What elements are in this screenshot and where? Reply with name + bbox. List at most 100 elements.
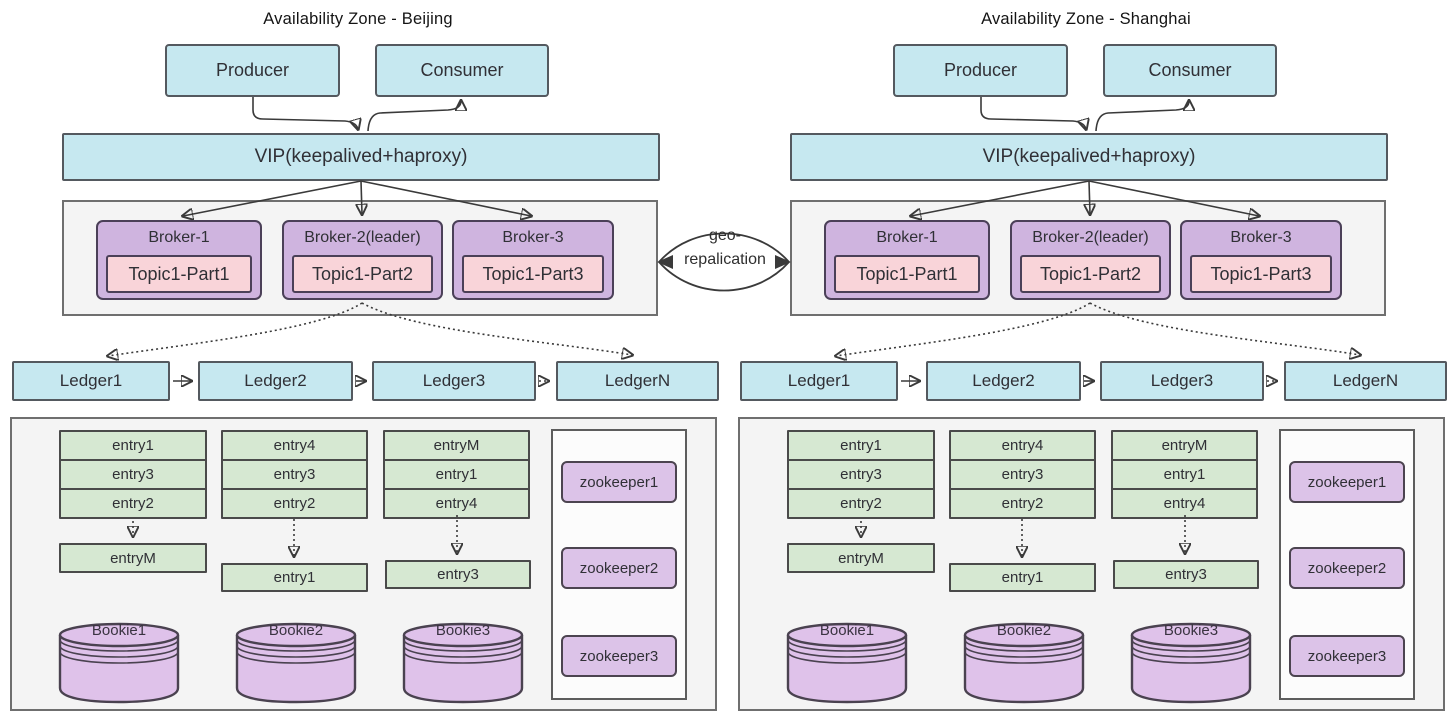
entry-box: entryM bbox=[383, 430, 530, 461]
bookie-1: Bookie1 bbox=[58, 622, 180, 704]
entry-box: entry4 bbox=[383, 488, 530, 519]
consumer-box: Consumer bbox=[375, 44, 549, 97]
vip-to-consumer-arrow bbox=[1095, 101, 1189, 132]
entry-label: entry4 bbox=[273, 437, 316, 454]
ledger-n-box: LedgerN bbox=[556, 361, 719, 401]
geo-label-line2: repalication bbox=[684, 251, 766, 268]
entry-label: entry4 bbox=[1163, 495, 1206, 512]
entry-bottom-box: entry3 bbox=[385, 560, 531, 589]
topic-part1-label: Topic1-Part1 bbox=[128, 263, 230, 284]
bookie-2-label: Bookie2 bbox=[268, 622, 324, 639]
ledger-2-label: Ledger2 bbox=[244, 371, 307, 390]
producer-label: Producer bbox=[943, 60, 1018, 80]
entry-label: entry1 bbox=[840, 437, 882, 454]
entry-label: entry3 bbox=[273, 466, 316, 483]
entry-label: entry3 bbox=[1001, 466, 1044, 483]
ledger-n-label: LedgerN bbox=[604, 371, 671, 390]
bookie-3: Bookie3 bbox=[1130, 622, 1252, 704]
geo-lower-arc bbox=[658, 261, 790, 292]
entry-label: entry3 bbox=[1165, 566, 1207, 583]
broker-1-label: Broker-1 bbox=[876, 229, 938, 246]
ledger-2-box: Ledger2 bbox=[926, 361, 1081, 401]
zookeeper-2-label: zookeeper2 bbox=[1307, 559, 1387, 577]
vip-to-consumer-arrow bbox=[367, 101, 461, 132]
zookeeper-3-label: zookeeper3 bbox=[1307, 647, 1387, 665]
entry-box: entry4 bbox=[221, 430, 368, 461]
entry-label: entry2 bbox=[1001, 495, 1044, 512]
entry-label: entryM bbox=[1161, 437, 1208, 454]
entry-label: entryM bbox=[433, 437, 480, 454]
vip-label: VIP(keepalived+haproxy) bbox=[254, 146, 468, 167]
availability-zone-shanghai: Availability Zone - Shanghai Producer Co… bbox=[728, 0, 1456, 724]
database-cylinder-icon bbox=[1130, 622, 1252, 704]
entry-box: entry2 bbox=[949, 488, 1096, 519]
entry-bottom-box: entry1 bbox=[949, 563, 1096, 592]
ledger-2-box: Ledger2 bbox=[198, 361, 353, 401]
entry-label: entry1 bbox=[112, 437, 154, 454]
producer-box: Producer bbox=[165, 44, 340, 97]
entry-bottom-box: entryM bbox=[59, 543, 207, 573]
entry-box: entry1 bbox=[383, 459, 530, 490]
ledger-n-box: LedgerN bbox=[1284, 361, 1447, 401]
zookeeper-1-box: zookeeper1 bbox=[1289, 461, 1405, 503]
producer-box: Producer bbox=[893, 44, 1068, 97]
broker-3-label: Broker-3 bbox=[502, 229, 564, 246]
database-cylinder-icon bbox=[786, 622, 908, 704]
ledger-3-box: Ledger3 bbox=[372, 361, 536, 401]
entry-box: entry1 bbox=[1111, 459, 1258, 490]
database-cylinder-icon bbox=[963, 622, 1085, 704]
ledger-n-label: LedgerN bbox=[1332, 371, 1399, 390]
entry-label: entry3 bbox=[840, 466, 882, 483]
az-title: Availability Zone - Beijing bbox=[263, 10, 453, 28]
entry-label: entry4 bbox=[1001, 437, 1044, 454]
topic-part1-box: Topic1-Part1 bbox=[834, 255, 980, 293]
entry-box: entryM bbox=[1111, 430, 1258, 461]
database-cylinder-icon bbox=[235, 622, 357, 704]
topic-part2-label: Topic1-Part2 bbox=[311, 263, 414, 284]
zookeeper-3-box: zookeeper3 bbox=[561, 635, 677, 677]
zookeeper-2-box: zookeeper2 bbox=[561, 547, 677, 589]
entry-box: entry1 bbox=[59, 430, 207, 461]
broker-2-label: Broker-2(leader) bbox=[1032, 229, 1149, 246]
vip-box: VIP(keepalived+haproxy) bbox=[62, 133, 660, 181]
bookie-2: Bookie2 bbox=[235, 622, 357, 704]
bookie-3: Bookie3 bbox=[402, 622, 524, 704]
geo-replication-arrows bbox=[657, 232, 791, 292]
broker-3-label: Broker-3 bbox=[1230, 229, 1292, 246]
ledger-1-label: Ledger1 bbox=[787, 371, 851, 390]
entry-label: entry1 bbox=[1001, 569, 1044, 586]
broker-2-label: Broker-2(leader) bbox=[304, 229, 421, 246]
bookie-1-label: Bookie1 bbox=[91, 622, 147, 639]
geo-replication-link: geo- repalication bbox=[645, 210, 805, 315]
topic-part3-box: Topic1-Part3 bbox=[462, 255, 604, 293]
entry-label: entry3 bbox=[437, 566, 479, 583]
topic-part1-label: Topic1-Part1 bbox=[856, 263, 958, 284]
consumer-label: Consumer bbox=[420, 60, 504, 80]
availability-zone-beijing: Availability Zone - Beijing Producer Con… bbox=[10, 10, 719, 711]
producer-label: Producer bbox=[215, 60, 290, 80]
consumer-label: Consumer bbox=[1148, 60, 1232, 80]
geo-left-arrowhead bbox=[657, 255, 673, 269]
entry-label: entryM bbox=[838, 549, 884, 567]
entry-box: entry3 bbox=[949, 459, 1096, 490]
bookie-1-label: Bookie1 bbox=[819, 622, 875, 639]
zookeeper-1-label: zookeeper1 bbox=[579, 473, 659, 491]
entry-label: entry1 bbox=[273, 569, 316, 586]
geo-upper-arc bbox=[658, 232, 790, 263]
zookeeper-3-box: zookeeper3 bbox=[1289, 635, 1405, 677]
entry-box: entry3 bbox=[59, 459, 207, 490]
az-title: Availability Zone - Shanghai bbox=[981, 10, 1191, 28]
entry-box: entry1 bbox=[787, 430, 935, 461]
bookie-3-label: Bookie3 bbox=[1163, 622, 1219, 639]
bookie-3-label: Bookie3 bbox=[435, 622, 491, 639]
topic-part3-label: Topic1-Part3 bbox=[482, 263, 584, 284]
ledger-1-box: Ledger1 bbox=[12, 361, 170, 401]
entry-box: entry2 bbox=[221, 488, 368, 519]
geo-label-line1: geo- bbox=[708, 227, 742, 244]
entry-bottom-box: entryM bbox=[787, 543, 935, 573]
entry-bottom-box: entry1 bbox=[221, 563, 368, 592]
topic-part2-label: Topic1-Part2 bbox=[1039, 263, 1142, 284]
topic-part2-box: Topic1-Part2 bbox=[292, 255, 433, 293]
database-cylinder-icon bbox=[58, 622, 180, 704]
